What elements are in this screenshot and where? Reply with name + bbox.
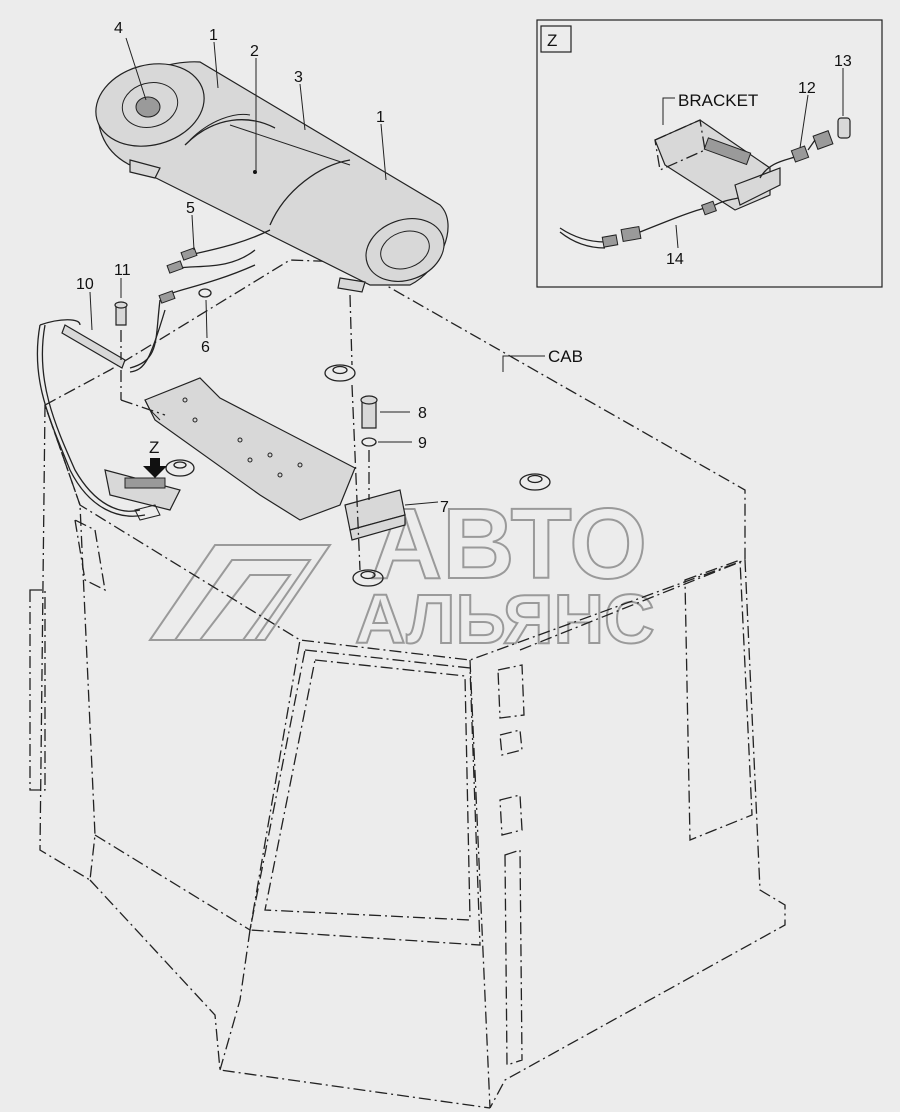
callout-8: 8	[418, 405, 427, 422]
connector-bracket	[104, 469, 181, 521]
callout-13: 13	[834, 53, 852, 70]
detail-view-tag: Z	[547, 31, 557, 50]
view-z-arrow: Z	[143, 438, 167, 478]
leader-lines	[89, 37, 545, 506]
callout-9: 9	[418, 435, 427, 452]
bolt-and-washer	[360, 395, 378, 500]
wiring-harness	[36, 229, 271, 517]
callout-2: 2	[250, 43, 259, 60]
detail-view-z: Z BRACKET 12 13 14	[536, 19, 883, 288]
callout-1-right: 1	[376, 109, 385, 126]
callout-11: 11	[114, 262, 131, 279]
cab-label: CAB	[548, 347, 583, 366]
callout-3: 3	[294, 69, 303, 86]
bracket-label: BRACKET	[678, 91, 758, 110]
callout-10: 10	[76, 276, 94, 293]
watermark-line2: АЛЬЯНС	[355, 580, 655, 658]
beacon-assembly	[95, 61, 449, 571]
callout-7: 7	[440, 499, 449, 516]
cab-outline	[29, 259, 786, 1109]
watermark-logo: АВТО АЛЬЯНС	[148, 487, 656, 659]
callout-5: 5	[186, 200, 195, 217]
callout-1-left: 1	[209, 27, 218, 44]
view-z-marker: Z	[149, 438, 159, 457]
callout-4: 4	[114, 20, 123, 37]
mounting-plate	[144, 377, 406, 541]
callout-14: 14	[666, 251, 684, 268]
callout-6: 6	[201, 339, 210, 356]
callout-12: 12	[798, 80, 816, 97]
watermark-line1: АВТО	[370, 488, 647, 600]
